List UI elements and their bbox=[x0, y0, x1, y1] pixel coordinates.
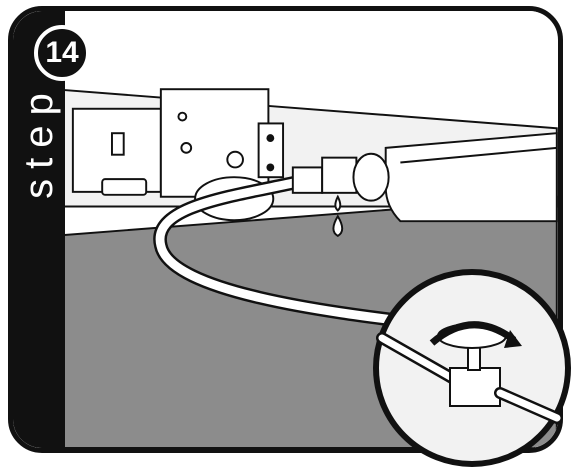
hose-fitting bbox=[322, 158, 356, 193]
bracket-slot bbox=[112, 133, 124, 155]
screw-hole bbox=[181, 143, 191, 153]
screw-hole bbox=[227, 152, 243, 168]
valve-bolt bbox=[266, 134, 274, 142]
valve-bolt bbox=[266, 164, 274, 172]
step-number: 14 bbox=[45, 36, 78, 70]
step-word: step bbox=[19, 71, 59, 211]
shutoff-valve-detail-inset bbox=[372, 268, 571, 468]
hose-nut bbox=[293, 167, 322, 192]
screw-hole bbox=[178, 113, 186, 121]
inset-valve-body bbox=[450, 368, 500, 406]
step-number-badge: 14 bbox=[34, 25, 90, 81]
water-drop-icon bbox=[335, 197, 340, 211]
drip-tray bbox=[386, 133, 557, 221]
valve-outlet bbox=[353, 154, 388, 201]
leveling-foot bbox=[102, 179, 146, 195]
